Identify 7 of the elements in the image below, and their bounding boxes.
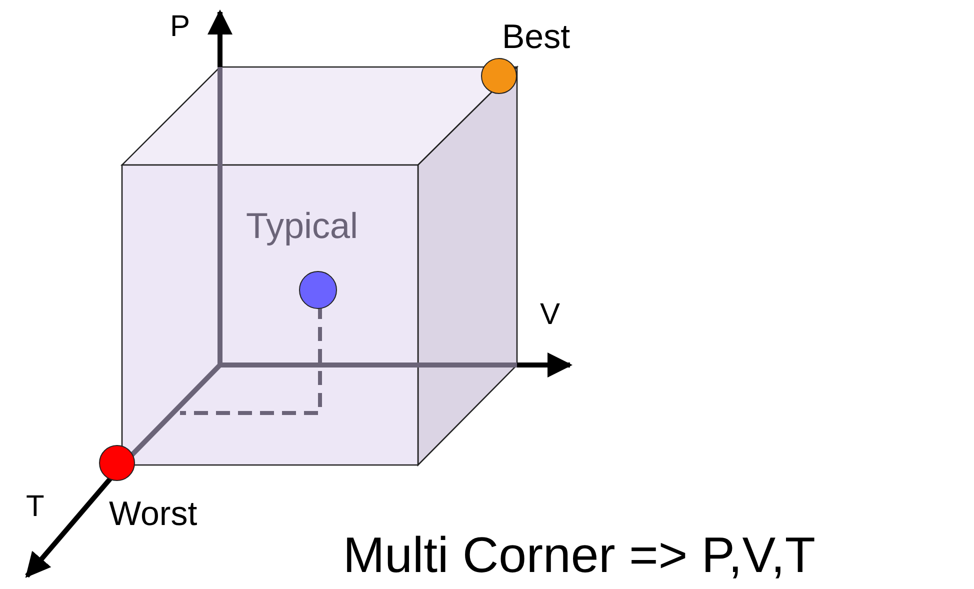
caption: Multi Corner => P,V,T xyxy=(343,530,816,580)
point-label: Best xyxy=(502,20,570,54)
axis-label: P xyxy=(170,12,190,42)
axis-label: T xyxy=(26,492,44,522)
axis-label: V xyxy=(540,300,560,330)
point-label: Worst xyxy=(109,497,198,531)
point-label: Typical xyxy=(246,208,358,244)
